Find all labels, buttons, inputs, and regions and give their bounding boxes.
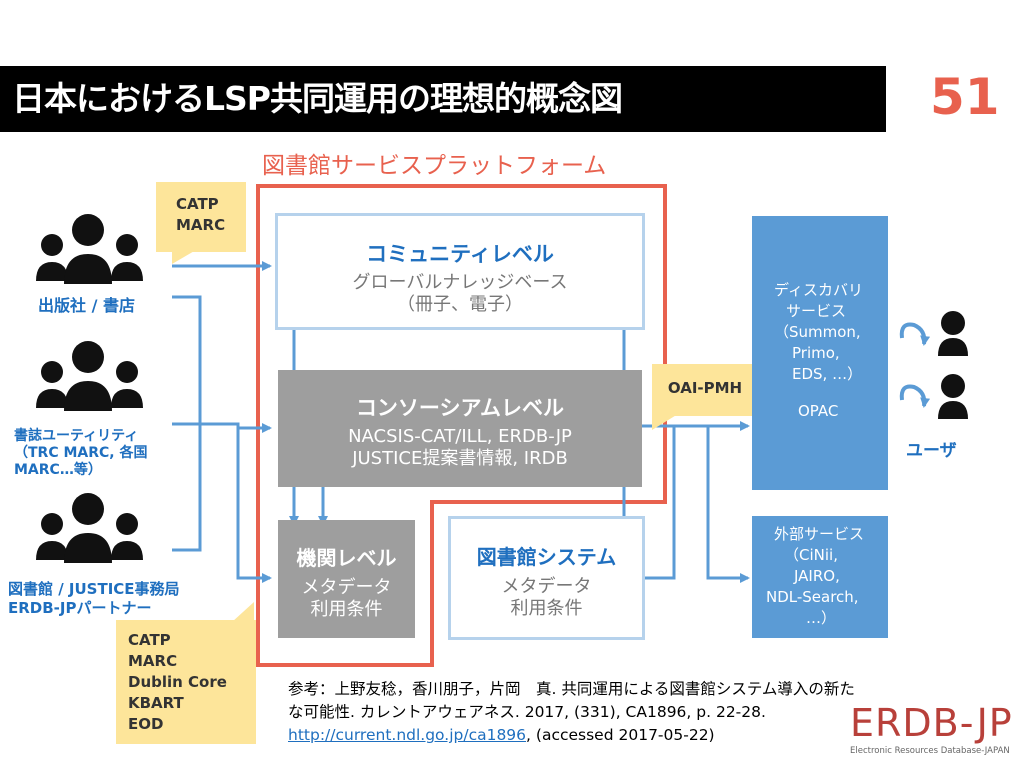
platform-outline bbox=[256, 184, 667, 667]
label-utilities: 書誌ユーティリティ （TRC MARC, 各国 MARC…等） bbox=[14, 428, 148, 478]
people-icon-publishers bbox=[36, 214, 143, 284]
arrow-to-institution bbox=[236, 428, 272, 583]
arrow-to-consortium bbox=[200, 422, 272, 433]
institution-level-title: 機関レベル bbox=[296, 546, 397, 570]
platform-label: 図書館サービスプラットフォーム bbox=[262, 153, 607, 179]
source-bracket bbox=[172, 295, 202, 552]
community-level-sub-2: （冊子、電子） bbox=[397, 294, 523, 315]
title-bar bbox=[0, 66, 886, 132]
consortium-level-title: コンソーシアムレベル bbox=[355, 396, 565, 420]
user-icon-2 bbox=[938, 374, 968, 419]
library-system-title: 図書館システム bbox=[476, 545, 617, 569]
reference-text: 参考：上野友稔，香川朋子，片岡 真. 共同運用による図書館システム導入の新た な… bbox=[288, 680, 855, 744]
note-tail-oai bbox=[652, 414, 678, 430]
reference-link[interactable]: http://current.ndl.go.jp/ca1896 bbox=[288, 726, 527, 744]
community-level-sub-1: グローバルナレッジベース bbox=[352, 272, 568, 293]
page-title: 日本におけるLSP共同運用の理想的概念図 bbox=[12, 79, 623, 118]
library-system-sub-2: 利用条件 bbox=[510, 598, 583, 619]
consortium-level-box: コンソーシアムレベル NACSIS-CAT/ILL, ERDB-JP JUSTI… bbox=[278, 370, 642, 487]
opac-label: OPAC bbox=[798, 402, 839, 420]
institution-level-sub-2: 利用条件 bbox=[310, 599, 383, 620]
erdb-logo-subtitle: Electronic Resources Database-JAPAN bbox=[850, 746, 1010, 756]
people-icon-utilities bbox=[36, 341, 143, 411]
label-libraries: 図書館 / JUSTICE事務局 ERDB-JPパートナー bbox=[8, 580, 180, 617]
user-arrow-bottom bbox=[899, 384, 931, 408]
consortium-level-sub-2: JUSTICE提案書情報, IRDB bbox=[352, 448, 568, 469]
page-number: 51 bbox=[930, 68, 1000, 126]
user-arrow-top bbox=[899, 322, 931, 346]
user-icon-1 bbox=[938, 311, 968, 356]
people-icon-libraries bbox=[36, 493, 143, 563]
note-tail-top bbox=[172, 250, 196, 264]
discovery-service-box: ディスカバリ サービス （Summon, Primo, EDS, …） OPAC bbox=[752, 216, 888, 490]
note-tail-bottom bbox=[232, 602, 254, 622]
erdb-logo: ERDB-JP bbox=[850, 701, 1013, 745]
library-system-sub-1: メタデータ bbox=[501, 576, 592, 597]
label-publishers: 出版社 / 書店 bbox=[38, 296, 135, 315]
institution-level-sub-1: メタデータ bbox=[301, 577, 392, 598]
users-label: ユーザ bbox=[906, 441, 957, 461]
community-level-title: コミュニティレベル bbox=[366, 242, 554, 266]
note-oai-pmh: OAI-PMH bbox=[652, 364, 758, 416]
institution-level-box: 機関レベル メタデータ 利用条件 bbox=[278, 520, 415, 638]
community-level-box: コミュニティレベル グローバルナレッジベース （冊子、電子） bbox=[275, 213, 645, 330]
note-catp-bottom: CATP MARC Dublin Core KBART EOD bbox=[116, 620, 256, 744]
external-service-box: 外部サービス （CiNii, JAIRO, NDL-Search, …） bbox=[752, 516, 888, 638]
library-system-box: 図書館システム メタデータ 利用条件 bbox=[448, 516, 645, 640]
consortium-level-sub-1: NACSIS-CAT/ILL, ERDB-JP bbox=[348, 426, 572, 447]
